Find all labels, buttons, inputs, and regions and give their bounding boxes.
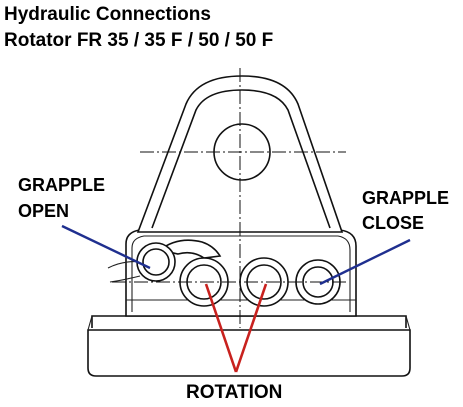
title-line-1: Hydraulic Connections <box>4 4 211 25</box>
title-line-2: Rotator FR 35 / 35 F / 50 / 50 F <box>4 30 273 51</box>
label-grapple-open: GRAPPLE OPEN <box>18 175 110 221</box>
label-rotation: ROTATION <box>186 382 282 403</box>
rotator-drawing <box>87 68 411 377</box>
pointer-grapple-close <box>319 238 411 286</box>
port-grapple-open <box>136 242 176 282</box>
label-grapple-close: GRAPPLE CLOSE <box>362 188 454 233</box>
pointer-rotation <box>204 283 268 373</box>
lifting-ear <box>136 75 344 237</box>
base-flange <box>87 315 411 377</box>
pointer-grapple-open <box>61 224 151 270</box>
